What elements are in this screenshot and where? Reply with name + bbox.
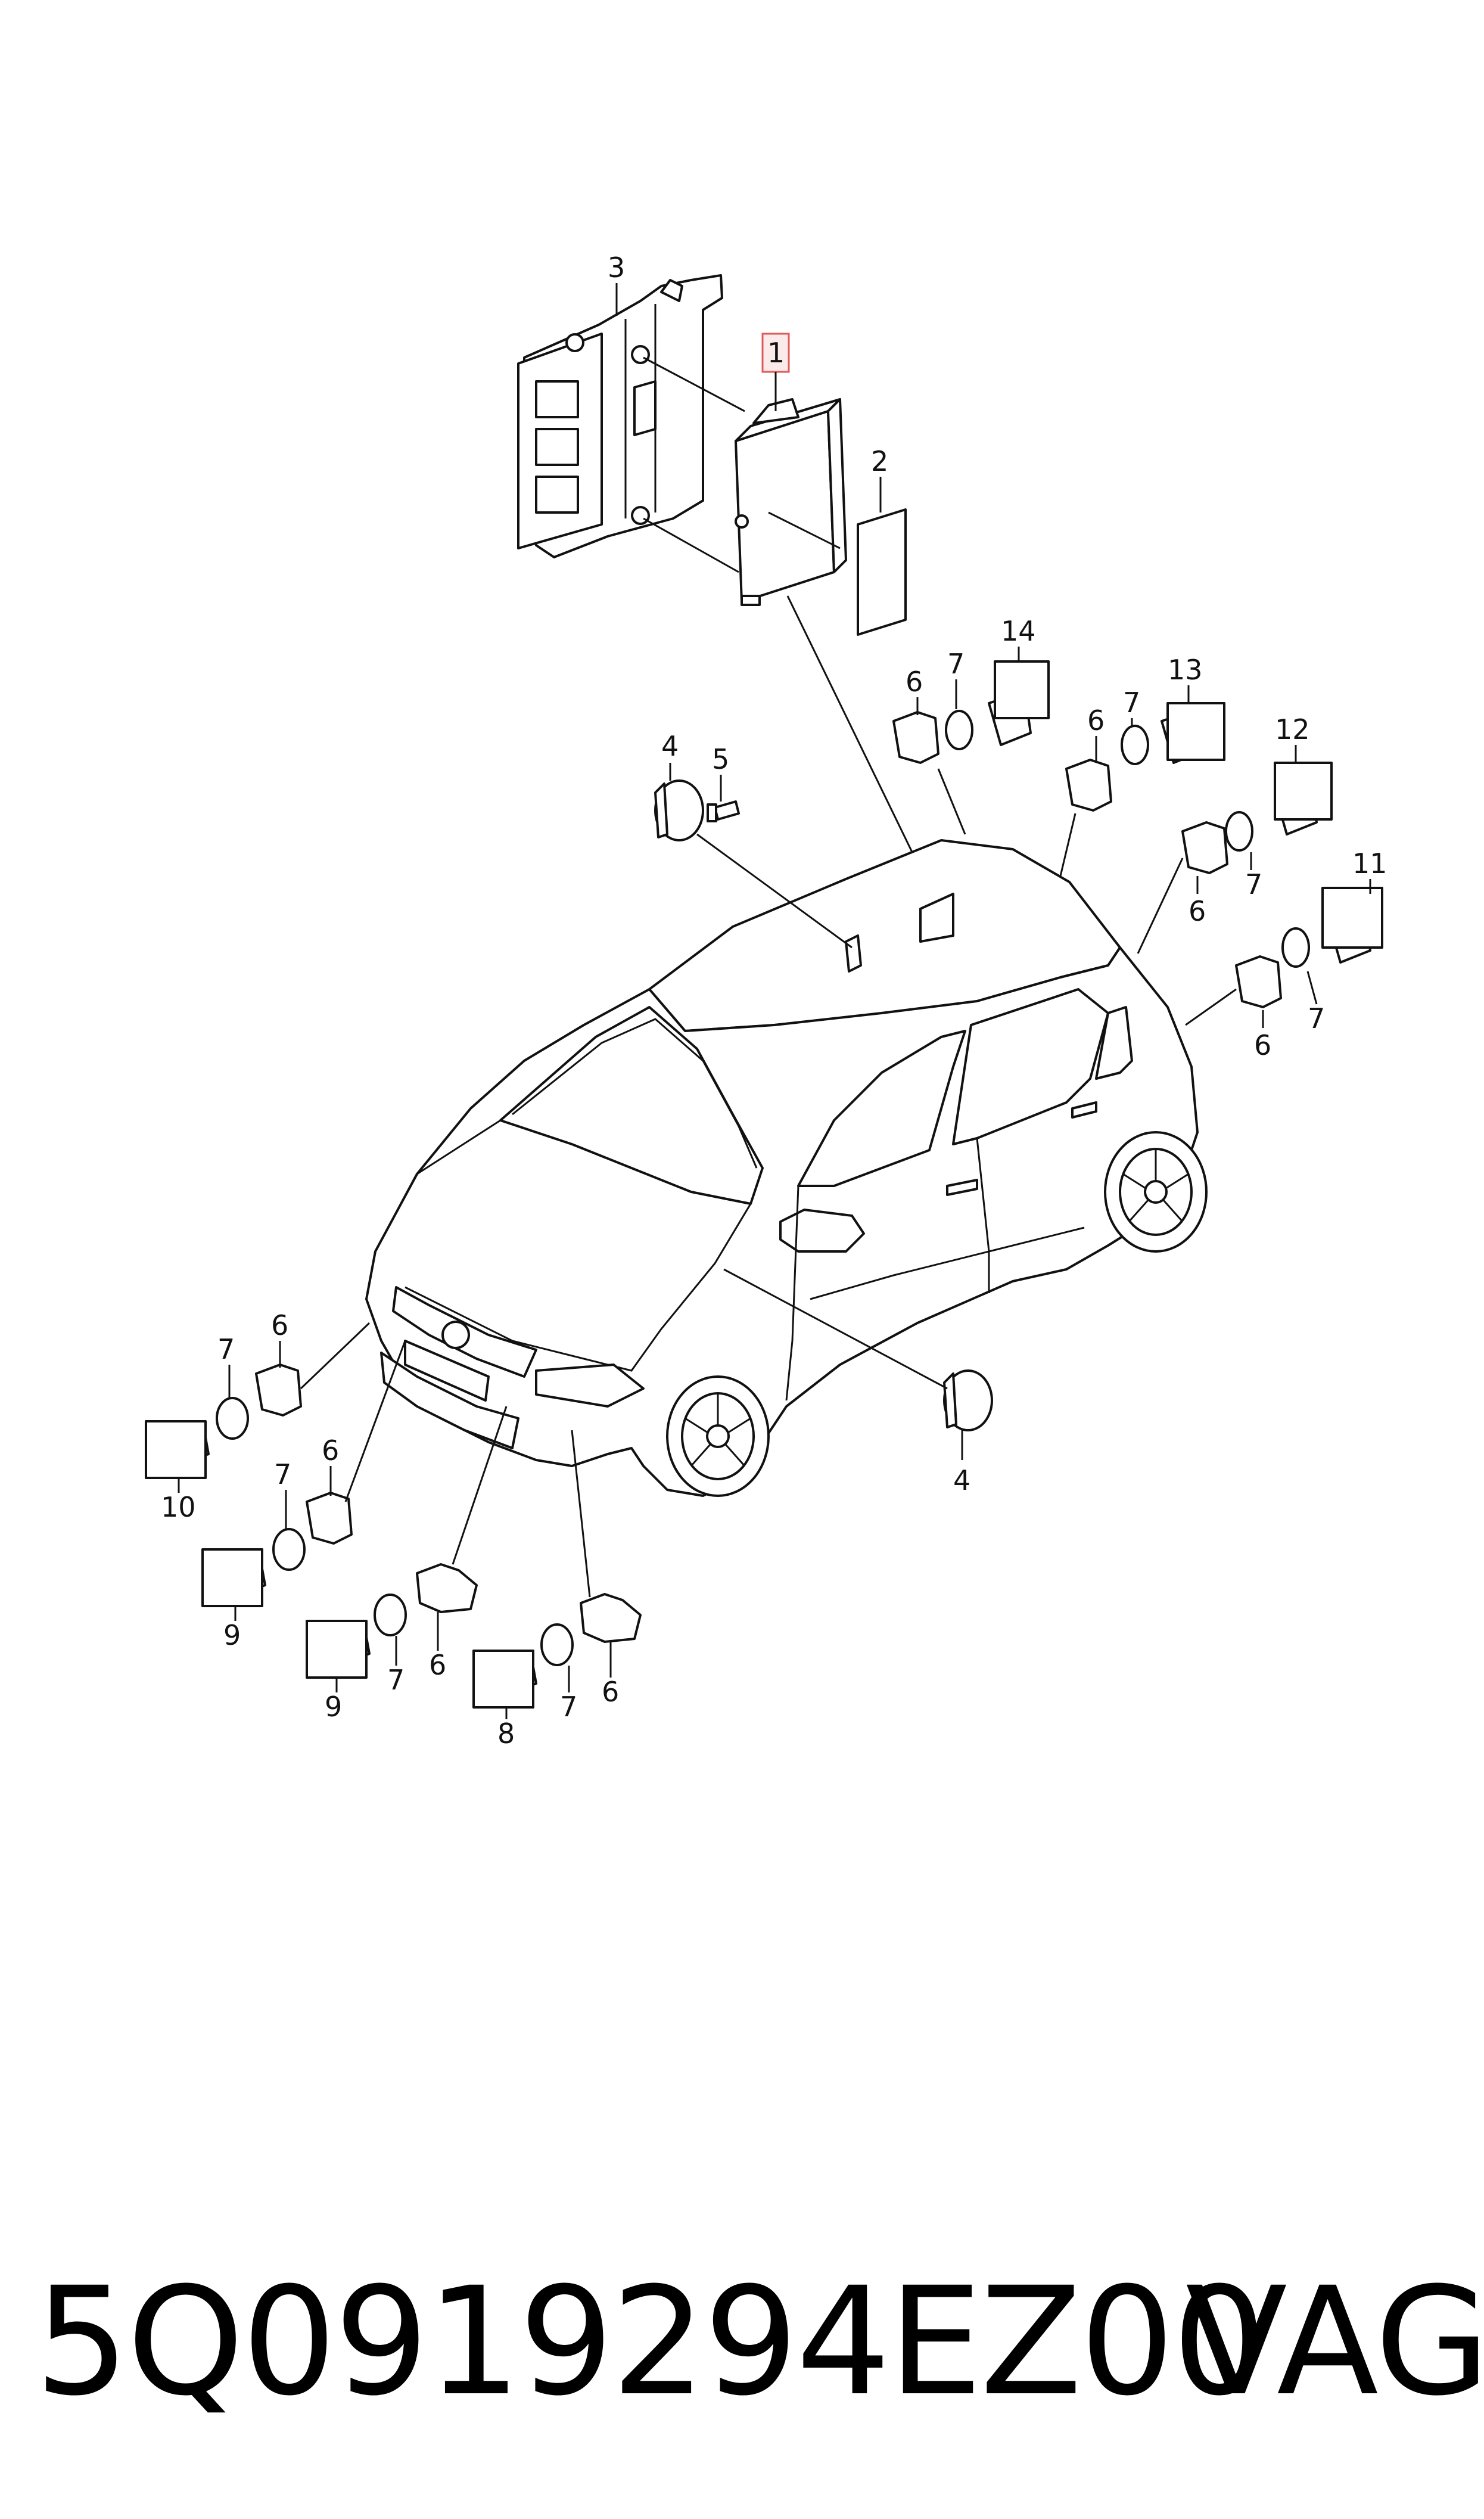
callout-leader (768, 511, 841, 549)
callout-6: 6 (1087, 704, 1105, 737)
callout-6: 6 (1189, 895, 1206, 927)
callout-leader (723, 1268, 948, 1390)
rear-sensor-group-11 (1235, 887, 1383, 1008)
callout-12: 12 (1275, 713, 1310, 746)
callout-13: 13 (1168, 654, 1203, 686)
callout-7: 7 (1123, 687, 1140, 719)
callout-2: 2 (871, 445, 888, 477)
callout-10: 10 (161, 1491, 196, 1523)
callout-8: 8 (497, 1717, 515, 1750)
front-sensor-group-8 (472, 1593, 642, 1709)
car-body (365, 839, 1208, 1497)
callout-leader (643, 356, 745, 412)
callout-7: 7 (1245, 868, 1262, 900)
callout-7: 7 (560, 1691, 577, 1723)
parts-diagram: 3 1 2 (145, 251, 1387, 1750)
callout-5: 5 (712, 743, 729, 775)
part-number: 5Q0919294EZ00 (35, 2255, 1267, 2428)
callout-leader (1059, 813, 1077, 877)
callout-7: 7 (274, 1458, 291, 1490)
callout-11: 11 (1352, 847, 1387, 880)
callout-leader (300, 1322, 371, 1390)
callout-4: 4 (953, 1464, 970, 1496)
horn-lower (943, 1369, 993, 1431)
callout-leader (696, 833, 853, 949)
front-sensor-group-9b (306, 1563, 478, 1679)
control-unit (735, 398, 847, 606)
callout-leader (786, 595, 937, 900)
callout-leader (452, 1406, 508, 1565)
callout-6: 6 (322, 1434, 339, 1467)
callout-leader (571, 1430, 591, 1598)
horn-upper (654, 779, 704, 841)
callout-7: 7 (387, 1664, 405, 1696)
callout-4: 4 (661, 730, 679, 762)
front-sensor-group-10 (145, 1363, 302, 1479)
callout-7: 7 (947, 648, 965, 680)
callout-7: 7 (1308, 1002, 1325, 1035)
front-sensor-group-9a (201, 1492, 353, 1607)
rear-sensor-group-14 (892, 660, 1050, 764)
callout-7: 7 (217, 1333, 235, 1365)
callout-14: 14 (1001, 615, 1036, 647)
callout-leader (1306, 971, 1318, 1005)
brand-label: VAG (1186, 2255, 1484, 2428)
rear-sensor-group-12 (1181, 762, 1333, 874)
callout-6: 6 (602, 1676, 619, 1708)
callout-leader (1137, 858, 1184, 954)
callout-9: 9 (223, 1619, 241, 1651)
callout-leader (1185, 988, 1237, 1026)
callout-6: 6 (429, 1649, 446, 1681)
callout-leader (937, 768, 966, 835)
callout-leader (344, 1340, 406, 1502)
adhesive-pad (857, 508, 907, 636)
callout-leader (643, 517, 739, 573)
callout-9: 9 (325, 1691, 342, 1723)
footer: 5Q0919294EZ00 VAG (0, 2253, 1484, 2431)
callout-6: 6 (1254, 1029, 1271, 1061)
bolt (707, 800, 740, 822)
callout-1: 1 (767, 337, 785, 369)
rear-sensor-group-13 (1065, 702, 1225, 812)
callout-6: 6 (906, 666, 923, 698)
callout-6: 6 (271, 1309, 288, 1341)
mounting-bracket (517, 274, 723, 558)
callout-3: 3 (608, 251, 625, 284)
